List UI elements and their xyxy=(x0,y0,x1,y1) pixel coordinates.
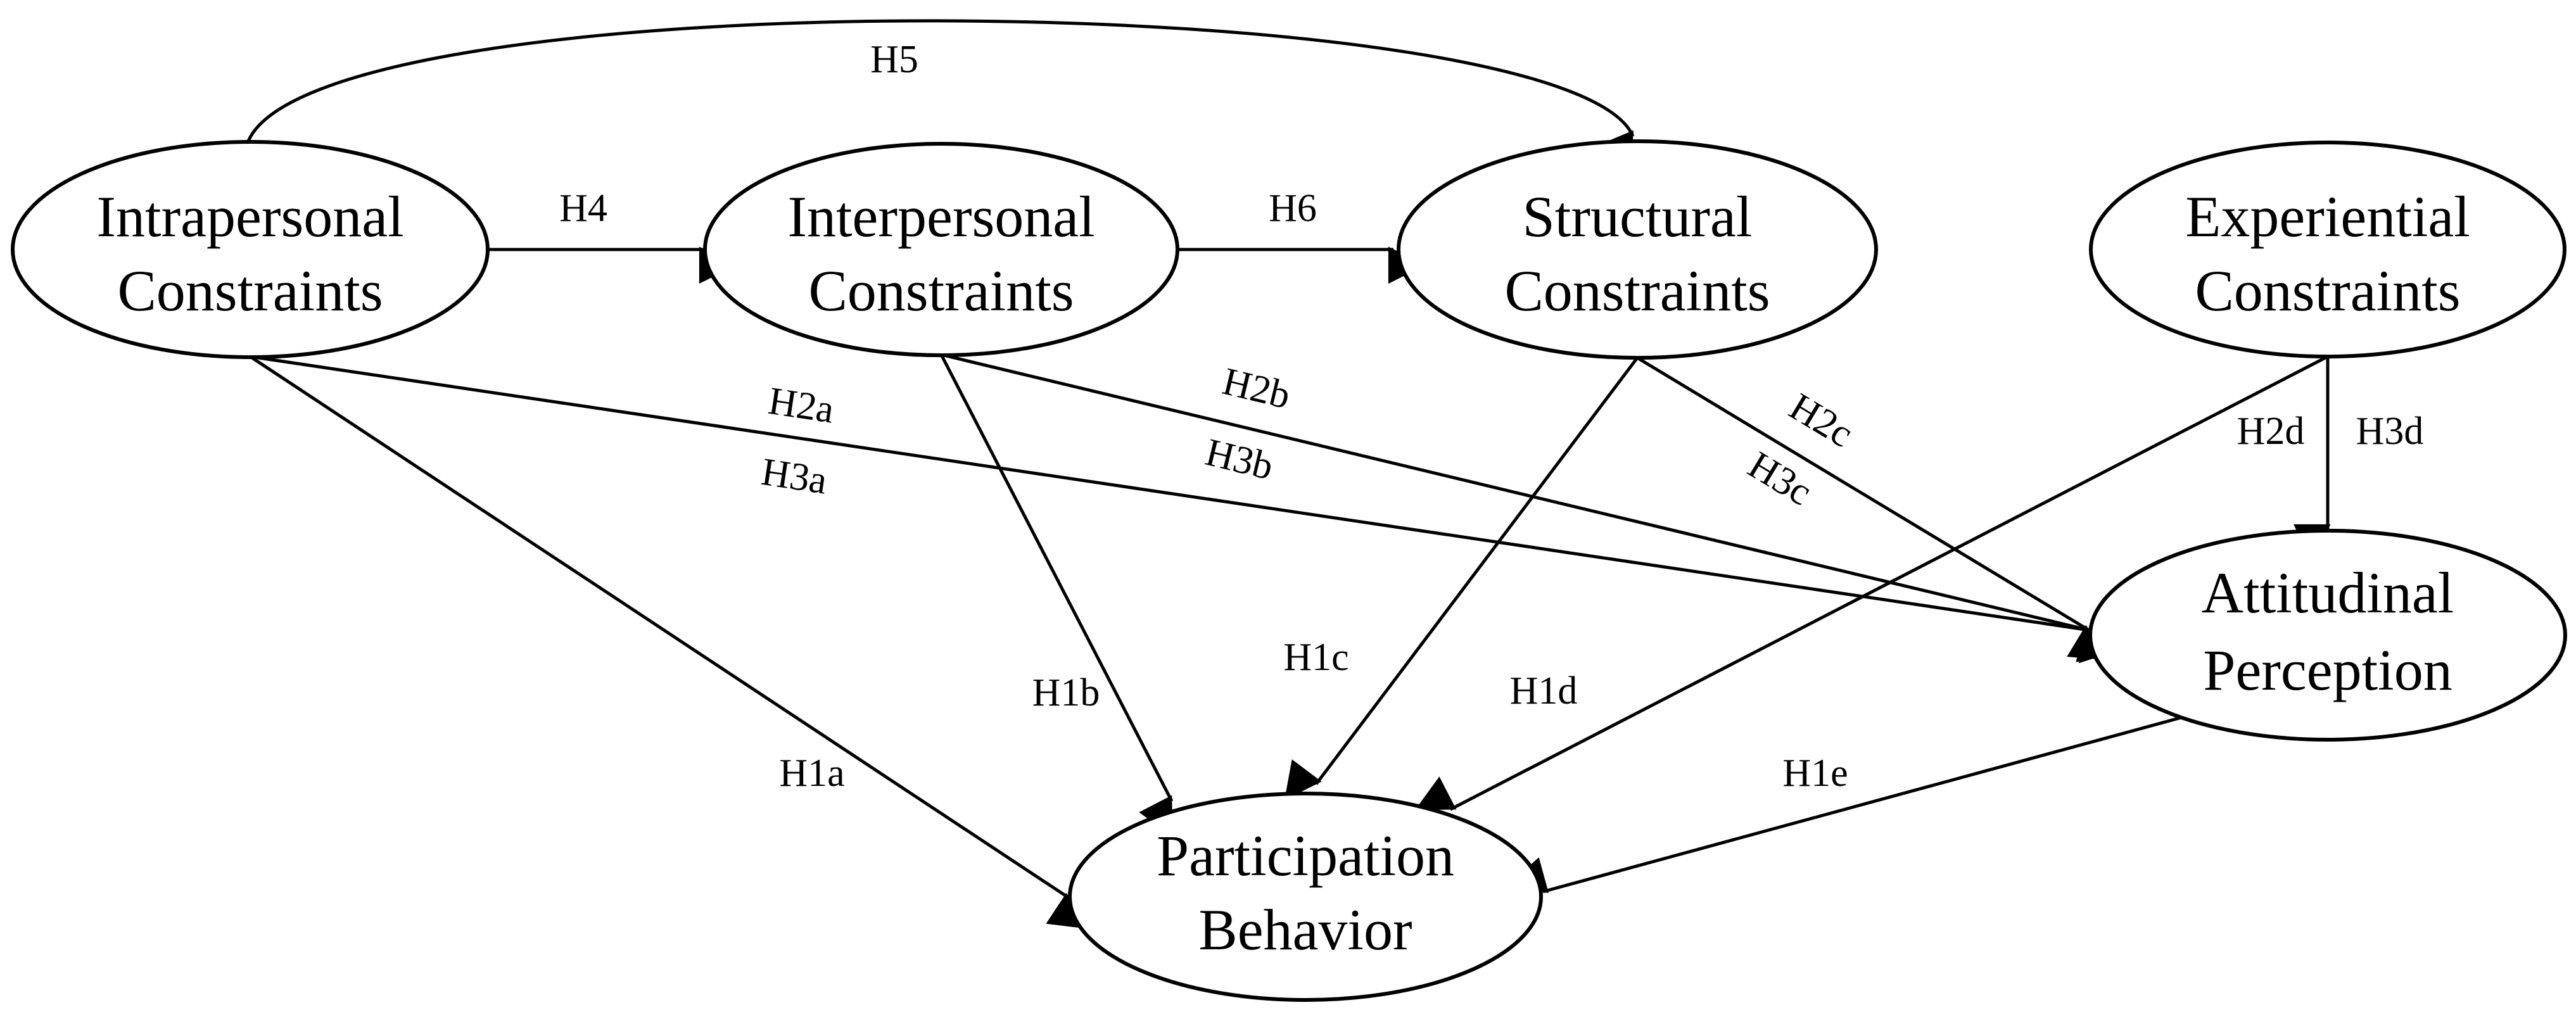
edge-h1e xyxy=(1507,714,2189,894)
edge-h2a-h3a xyxy=(250,355,2119,664)
node-label-line2: Constraints xyxy=(1504,258,1770,323)
node-label-line2: Constraints xyxy=(2195,258,2460,323)
edge-h5 xyxy=(245,19,1635,172)
edge-label-h1a: H1a xyxy=(779,752,844,795)
edge-label-h1b: H1b xyxy=(1032,671,1100,714)
edge-label-h2d: H2d xyxy=(2237,410,2305,453)
edge-label-h6: H6 xyxy=(1269,187,1317,230)
edge-h1c xyxy=(1284,357,1639,800)
node-interpersonal-constraints: Interpersonal Constraints xyxy=(703,142,1179,357)
edge-label-h4: H4 xyxy=(559,187,607,230)
edge-label-h1d: H1d xyxy=(1510,669,1578,712)
node-label-line1: Intrapersonal xyxy=(96,184,403,249)
edge-label-h2c: H2c xyxy=(1782,385,1861,455)
edge-label-h3b: H3b xyxy=(1202,431,1278,488)
edge-label-h1e: H1e xyxy=(1782,752,1848,795)
edge-label-h2b: H2b xyxy=(1219,360,1295,417)
node-label-line2: Behavior xyxy=(1198,897,1412,962)
node-label-line2: Perception xyxy=(2203,638,2452,702)
node-label-line2: Constraints xyxy=(117,258,383,323)
edge-h1d xyxy=(1414,355,2329,811)
edge-label-h2a: H2a xyxy=(766,379,837,432)
node-label-line1: Structural xyxy=(1523,184,1753,249)
edge-label-h3a: H3a xyxy=(759,450,830,503)
edge-h1b xyxy=(939,353,1174,837)
node-structural-constraints: Structural Constraints xyxy=(1397,139,1878,360)
node-label-line1: Attitudinal xyxy=(2202,560,2454,625)
node-attitudinal-perception: Attitudinal Perception xyxy=(2088,529,2567,742)
node-participation-behavior: Participation Behavior xyxy=(1068,792,1543,1002)
node-label-line2: Constraints xyxy=(808,258,1074,323)
edge-h1a xyxy=(249,355,1088,929)
edge-label-h3d: H3d xyxy=(2356,410,2424,453)
node-label-line1: Participation xyxy=(1157,823,1454,888)
edge-label-h3c: H3c xyxy=(1741,443,1820,514)
node-label-line1: Interpersonal xyxy=(787,184,1094,249)
edge-label-h5: H5 xyxy=(870,38,918,81)
node-label-line1: Experiential xyxy=(2185,184,2470,249)
edge-h2b-h3b xyxy=(941,353,2117,662)
node-experiential-constraints: Experiential Constraints xyxy=(2089,141,2566,358)
node-intrapersonal-constraints: Intrapersonal Constraints xyxy=(11,140,490,359)
edge-label-h1c: H1c xyxy=(1283,636,1348,679)
edge-h2c-h3c xyxy=(1636,356,2109,661)
